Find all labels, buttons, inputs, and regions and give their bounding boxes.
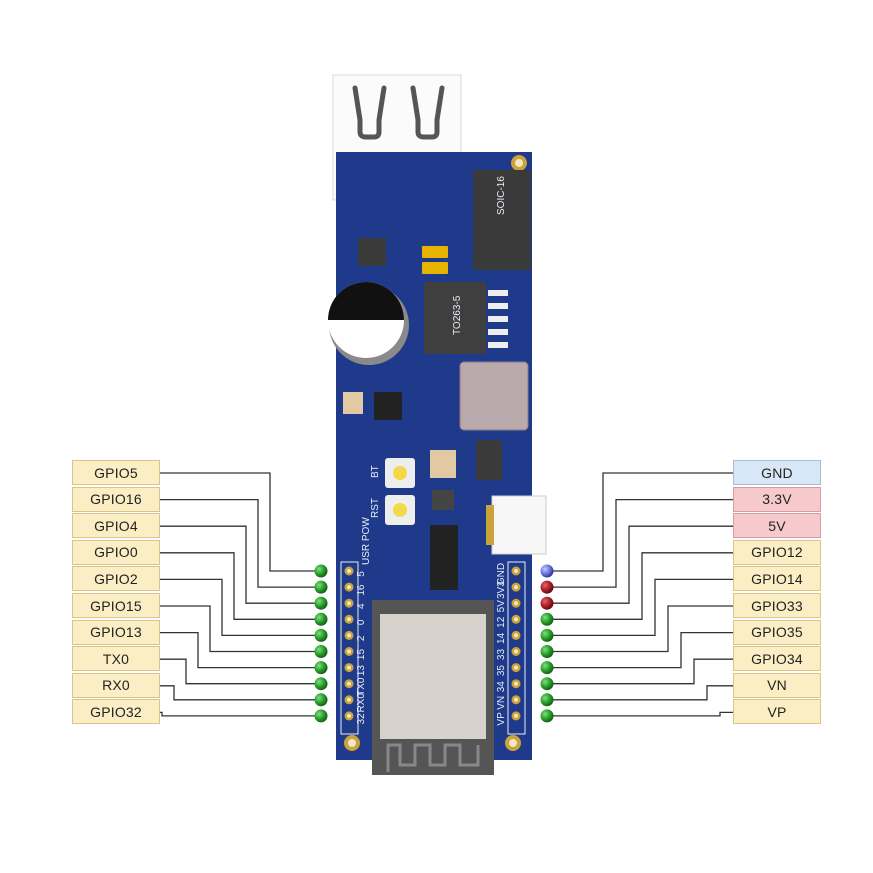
pin-label-right: GND — [733, 460, 821, 485]
pin-dot-gpio — [314, 709, 328, 723]
boot-label: BT — [370, 465, 381, 478]
pin-dot-gpio — [540, 612, 554, 626]
jack-spring-contact-icon — [410, 85, 445, 140]
silkscreen-pin-label: VN — [496, 696, 507, 710]
silkscreen-pin-label: RX0 — [356, 693, 367, 713]
pin-dot-gpio — [314, 580, 328, 594]
silkscreen-pin-label: TX0 — [356, 677, 367, 696]
pin-label-left: GPIO0 — [72, 539, 160, 565]
silkscreen-pin-label: 32 — [356, 713, 367, 725]
wire-right — [547, 658, 733, 685]
pin-dot-gpio — [314, 693, 328, 707]
jack-spring-contact-icon — [352, 85, 387, 140]
wire-right — [547, 631, 733, 669]
pin-dot-gpio — [540, 628, 554, 642]
silkscreen-pin-label: 2 — [356, 635, 367, 641]
silkscreen-pin-label: VP — [496, 712, 507, 726]
pin-label-right: GPIO12 — [733, 539, 821, 565]
pin-label-right: GPIO34 — [733, 646, 821, 672]
pin-label-left: GPIO13 — [72, 619, 160, 645]
pin-dot-gpio — [314, 628, 328, 642]
pin-label-left: RX0 — [72, 672, 160, 698]
wire-right — [547, 578, 733, 637]
silkscreen-pin-label: 12 — [496, 616, 507, 628]
pin-dot-gpio — [540, 709, 554, 723]
pin-label-right: GPIO33 — [733, 593, 821, 618]
wire-left — [160, 605, 321, 653]
silkscreen-pin-label: 15 — [356, 649, 367, 661]
antenna-trace-icon — [386, 743, 480, 772]
pin-dot-gpio — [540, 693, 554, 707]
reset-label: RST — [370, 498, 381, 518]
pin-label-left: GPIO15 — [72, 593, 160, 618]
wire-left — [160, 525, 321, 604]
silkscreen-pin-label: 5V — [496, 600, 507, 613]
silkscreen-pin-label: 35 — [496, 665, 507, 677]
pin-label-left: GPIO2 — [72, 566, 160, 592]
pcb-board: SOIC-16 TO263-5 — [328, 152, 547, 775]
pin-dot-gpio — [540, 677, 554, 691]
silkscreen-pin-label: 13 — [356, 665, 367, 677]
pin-label-right: GPIO14 — [733, 566, 821, 592]
silkscreen-pin-label: 3V3 — [496, 581, 507, 599]
pin-label-left: GPIO32 — [72, 699, 160, 725]
pin-label-left: TX0 — [72, 646, 160, 672]
silkscreen-pin-label: 0 — [356, 619, 367, 625]
silkscreen-pin-label: GND — [496, 563, 507, 585]
led-label: USR POW — [361, 517, 372, 565]
pin-dot-gpio — [314, 612, 328, 626]
wire-left — [160, 578, 321, 637]
wire-right — [547, 685, 733, 701]
silkscreen-pin-label: 14 — [496, 632, 507, 644]
pin-dot-gpio — [314, 596, 328, 610]
wire-right — [547, 605, 733, 653]
soic16-chip — [473, 170, 531, 270]
wire-left — [160, 552, 321, 620]
pin-label-left: GPIO16 — [72, 486, 160, 512]
soic16-label: SOIC-16 — [496, 176, 507, 215]
wire-left — [160, 711, 321, 717]
regulator-label: TO263-5 — [452, 295, 463, 335]
silkscreen-pin-label: 16 — [356, 584, 367, 596]
pin-dot-power — [540, 596, 554, 610]
usb-serial-chip — [430, 525, 458, 590]
pin-label-right: VN — [733, 672, 821, 698]
wire-right — [547, 498, 733, 588]
pin-dot-gpio — [314, 645, 328, 658]
pin-dot-power — [540, 580, 554, 594]
pin-label-right: VP — [733, 699, 821, 725]
silkscreen-pin-label: 33 — [496, 649, 507, 661]
wire-right — [547, 711, 733, 717]
pin-label-right: 3.3V — [733, 486, 821, 512]
wire-left — [160, 658, 321, 685]
wire-right — [547, 472, 733, 572]
to263-regulator — [424, 282, 486, 354]
pin-label-right: 5V — [733, 513, 821, 539]
pin-dot-gpio — [540, 661, 554, 675]
wire-left — [160, 631, 321, 669]
wire-right — [547, 552, 733, 620]
pin-label-right: GPIO35 — [733, 619, 821, 645]
pin-dot-gnd — [540, 564, 554, 578]
wire-left — [160, 685, 321, 701]
silkscreen-pin-label: 5 — [356, 571, 367, 577]
pin-dot-gpio — [540, 645, 554, 658]
usb-c-connector — [491, 495, 547, 555]
wire-left — [160, 472, 321, 572]
pin-dot-gpio — [314, 661, 328, 675]
silkscreen-pin-label: 4 — [356, 603, 367, 609]
pin-label-left: GPIO5 — [72, 460, 160, 485]
wire-left — [160, 498, 321, 588]
pin-label-left: GPIO4 — [72, 513, 160, 539]
silkscreen-pin-label: 34 — [496, 681, 507, 693]
wire-right — [547, 525, 733, 604]
pin-dot-gpio — [314, 564, 328, 578]
pin-dot-gpio — [314, 677, 328, 691]
